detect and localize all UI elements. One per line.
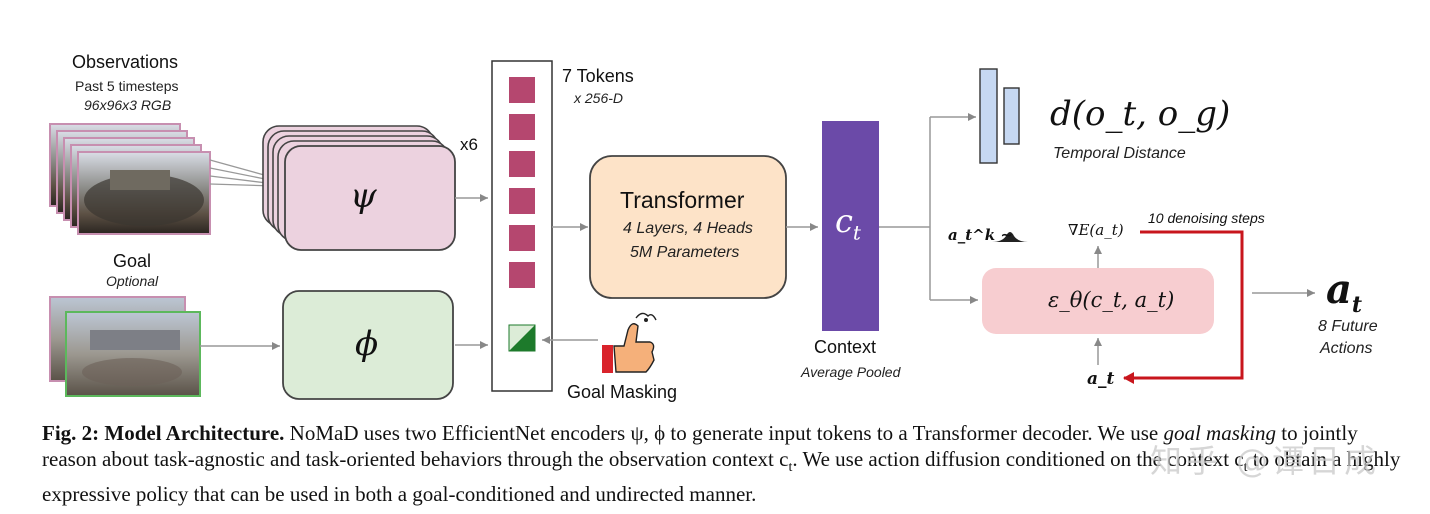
caption-text3: . We use action diffusion: [792, 447, 1001, 471]
phi-encoder-box: [282, 290, 454, 400]
caption-text2: to jointly reason about task-agnostic an…: [42, 421, 1358, 471]
output-action-symbol: at: [1326, 266, 1363, 318]
noise-sample-label: a_t^k ~: [948, 226, 1013, 244]
goal-images: [49, 296, 201, 397]
output-line1: 8 Future: [1318, 318, 1378, 335]
thumbs-up-icon: [602, 312, 657, 373]
psi-symbol: ψ: [350, 176, 377, 216]
caption-emphasis: goal masking: [1163, 421, 1277, 445]
observations-line2: 96x96x3 RGB: [84, 97, 172, 113]
observations-line1: Past 5 timesteps: [75, 78, 179, 94]
psi-encoder-stack: [262, 125, 456, 251]
token-6: [509, 262, 535, 288]
caption-text4: conditioned on the context c: [1005, 447, 1244, 471]
goal-token: [508, 324, 536, 352]
goal-masking-label: Goal Masking: [567, 382, 678, 402]
transformer-line2: 5M Parameters: [630, 244, 740, 261]
token-2: [509, 114, 535, 140]
token-3: [509, 151, 535, 177]
observation-images: [49, 123, 211, 235]
token-5: [509, 225, 535, 251]
caption-subscript: t: [788, 460, 793, 476]
tokens-title: 7 Tokens: [562, 66, 634, 86]
caption-fig-label: Fig. 2: Model Architecture.: [42, 421, 285, 445]
denoising-loop-arrow: [1123, 230, 1244, 384]
epsilon-network-label: ε_θ(c_t, a_t): [1048, 288, 1175, 312]
temporal-distance-head: [979, 68, 1020, 164]
context-title: Context: [814, 337, 877, 357]
phi-symbol: ϕ: [355, 324, 379, 364]
caption-text5: to obtain a highly expressive policy tha…: [42, 447, 1401, 507]
context-subtitle: Average Pooled: [801, 364, 901, 380]
noise-distribution-icon: [992, 232, 1028, 242]
energy-gradient-label: ∇E(a_t): [1068, 221, 1124, 239]
context-bar: [822, 121, 879, 331]
caption-text1: NoMaD uses two EfficientNet encoders ψ, …: [289, 421, 1159, 445]
denoising-steps-label: 10 denoising steps: [1148, 210, 1265, 226]
output-line2: Actions: [1320, 340, 1373, 357]
observation-tokens: [509, 77, 535, 288]
transformer-line1: 4 Layers, 4 Heads: [623, 220, 753, 237]
watermark: 知乎 @谭日成: [1150, 442, 1381, 480]
temporal-distance-formula: d(o_t, o_g): [1050, 94, 1231, 134]
context-branch-lines: [879, 113, 978, 304]
observations-title: Observations: [72, 52, 179, 72]
caption-subscript-2: t: [1243, 460, 1248, 476]
context-symbol: ct: [835, 202, 861, 245]
token-1: [509, 77, 535, 103]
tokens-subtitle: x 256-D: [574, 90, 624, 106]
epsilon-network-box: [982, 268, 1214, 334]
goal-title: Goal: [113, 251, 152, 271]
figure-caption: Fig. 2: Model Architecture. NoMaD uses t…: [42, 420, 1402, 507]
transformer-title: Transformer: [620, 187, 745, 213]
temporal-distance-label: Temporal Distance: [1053, 145, 1186, 162]
token-4: [509, 188, 535, 214]
goal-subtitle: Optional: [106, 273, 159, 289]
noisy-action-label: a_t: [1087, 369, 1115, 389]
stack-count-label: x6: [460, 135, 478, 154]
